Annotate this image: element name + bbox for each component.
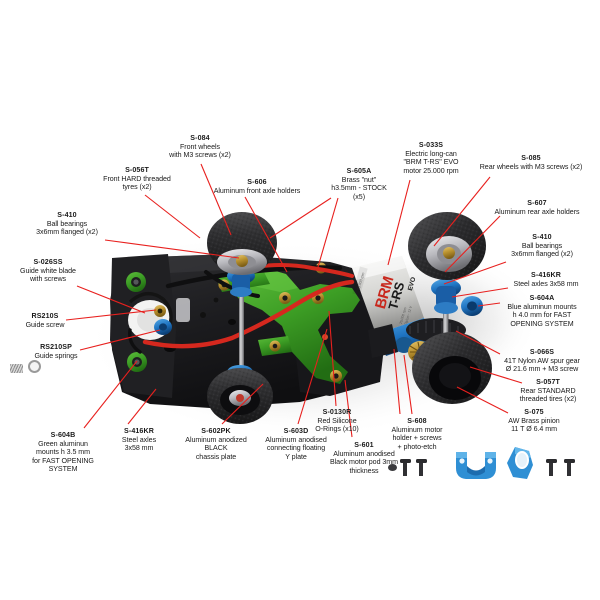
callout-code: S-603D <box>283 427 309 435</box>
callout-code: S-0130R <box>322 408 352 416</box>
svg-text:25.000 rpm: 25.000 rpm <box>357 272 366 291</box>
callout-description: Front wheels with M3 screws (x2) <box>169 142 231 160</box>
callout-code: S-607 <box>527 199 547 207</box>
callout-description: Aluminum front axle holders <box>213 186 301 195</box>
svg-text:EVO: EVO <box>407 276 418 291</box>
callout-code: S-410 <box>532 233 552 241</box>
callout-description: Front HARD threaded tyres (x2) <box>103 174 171 192</box>
callout-description: Guide white blade with screws <box>20 266 76 284</box>
svg-text:25.000 rpm: 25.000 rpm <box>399 307 408 325</box>
aluminum-motor-holder <box>456 452 496 479</box>
callout-description: Aluminum anodised connecting floating Y … <box>265 435 327 461</box>
callout-description: Steel axles 3x58 mm <box>121 435 157 453</box>
blue-aluminum-mount <box>461 296 483 316</box>
callout-code: S-604A <box>529 294 555 302</box>
callout-code: S-084 <box>190 134 210 142</box>
callout-code: S-601 <box>354 441 374 449</box>
callout-code: S-066S <box>529 348 555 356</box>
callout-code: S-604B <box>50 431 76 439</box>
callout-description: Rear wheels with M3 screws (x2) <box>479 162 583 171</box>
callout-description: Blue aluminun mounts h 4.0 mm for FAST O… <box>507 302 577 328</box>
callout-code: S-606 <box>247 178 267 186</box>
callout-description: Ball bearings 3x6mm flanged (x2) <box>511 241 573 259</box>
electric-motor: BRM T-RS EVO 25.000 rpm 25.000 rpm 370g/… <box>352 256 432 363</box>
callout-code: S-416KR <box>531 271 561 279</box>
callout-code: S-608 <box>407 417 427 425</box>
callout-description: Green aluminun mounts h 3.5 mm for FAST … <box>32 439 94 474</box>
callout-description: Red Silicone O-Rings (x10) <box>315 416 359 434</box>
callout-code: S-085 <box>521 154 541 162</box>
aluminum-motor-bracket <box>507 447 533 479</box>
callout-code: S-033S <box>418 141 444 149</box>
callout-code: RS210S <box>31 312 59 320</box>
callout-description: Aluminum rear axle holders <box>494 207 580 216</box>
callout-code: RS210SP <box>40 343 72 351</box>
callout-code: S-075 <box>524 408 544 416</box>
callout-description: Electric long-can "BRM T-RS" EVO motor 2… <box>403 149 459 175</box>
callout-code: S-410 <box>57 211 77 219</box>
callout-description: Steel axles 3x58 mm <box>513 279 579 288</box>
callout-code: S-416KR <box>124 427 154 435</box>
callout-description: Rear STANDARD threaded tires (x2) <box>519 386 577 404</box>
callout-description: Aluminum anodized BLACK chassis plate <box>185 435 247 461</box>
callout-code: S-605A <box>346 167 372 175</box>
callout-description: Guide springs <box>34 351 78 360</box>
callout-description: Aluminum motor holder + screws + photo-e… <box>391 425 443 451</box>
callout-code: S-602PK <box>201 427 231 435</box>
callout-description: Aluminum anodised Black motor pod 3mm th… <box>329 449 399 475</box>
callout-description: Brass "nut" h3.5mm - STOCK (x5) <box>331 175 387 201</box>
callout-description: Guide screw <box>25 320 65 329</box>
callout-description: AW Brass pinion 11 T Ø 6.4 mm <box>508 416 560 434</box>
callout-code: S-057T <box>536 378 560 386</box>
callout-code: S-026SS <box>33 258 63 266</box>
callout-code: S-056T <box>125 166 149 174</box>
callout-description: Ball bearings 3x6mm flanged (x2) <box>36 219 98 237</box>
svg-text:370g/cm - 12 V: 370g/cm - 12 V <box>403 305 413 329</box>
callout-description: 41T Nylon AW spur gear Ø 21.6 mm + M3 sc… <box>504 356 580 374</box>
